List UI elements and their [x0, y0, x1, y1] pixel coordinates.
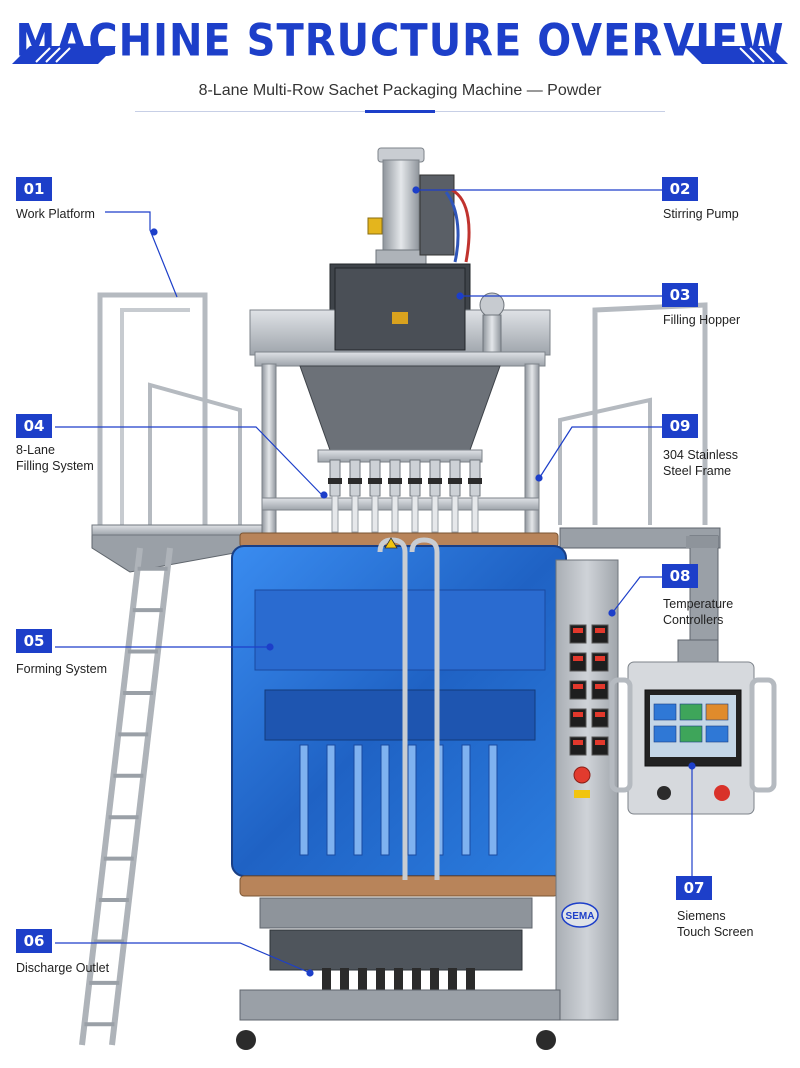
callout-leader-lines [55, 186, 696, 977]
callout-02-label: Stirring Pump [663, 207, 739, 221]
filling-nozzles [328, 459, 482, 533]
left-stripe-decoration [12, 46, 116, 64]
title-divider-accent [365, 110, 435, 113]
right-stripe-decoration [684, 46, 788, 64]
callout-02-badge: 02 [662, 177, 698, 201]
callout-03-badge: 03 [662, 283, 698, 307]
callout-06-badge: 06 [16, 929, 52, 953]
work-platform [91, 292, 263, 573]
callout-09-badge: 09 [662, 414, 698, 438]
ladder [79, 547, 173, 1046]
callout-06-label: Discharge Outlet [16, 961, 110, 975]
callout-01-badge: 01 [16, 177, 52, 201]
forming-cabinet [231, 532, 567, 897]
cabinet-logo: SEMA [566, 911, 595, 922]
control-cabinet: SEMA [555, 559, 619, 1021]
touch-screen-assembly [609, 536, 777, 815]
callout-04-badge: 04 [16, 414, 52, 438]
callout-08-badge: 08 [662, 564, 698, 588]
callout-05-label: Forming System [16, 662, 107, 676]
page-title: MACHINE STRUCTURE OVERVIEW [15, 15, 785, 67]
filling-hopper [249, 263, 551, 356]
stirring-pump [367, 147, 471, 266]
callout-03-label: Filling Hopper [663, 313, 741, 327]
page-subtitle: 8-Lane Multi-Row Sachet Packaging Machin… [198, 82, 602, 99]
upper-frame [254, 351, 546, 535]
callout-01-label: Work Platform [16, 207, 95, 221]
callout-07-badge: 07 [676, 876, 712, 900]
callout-05-badge: 05 [16, 629, 52, 653]
discharge-outlet [236, 897, 561, 1050]
